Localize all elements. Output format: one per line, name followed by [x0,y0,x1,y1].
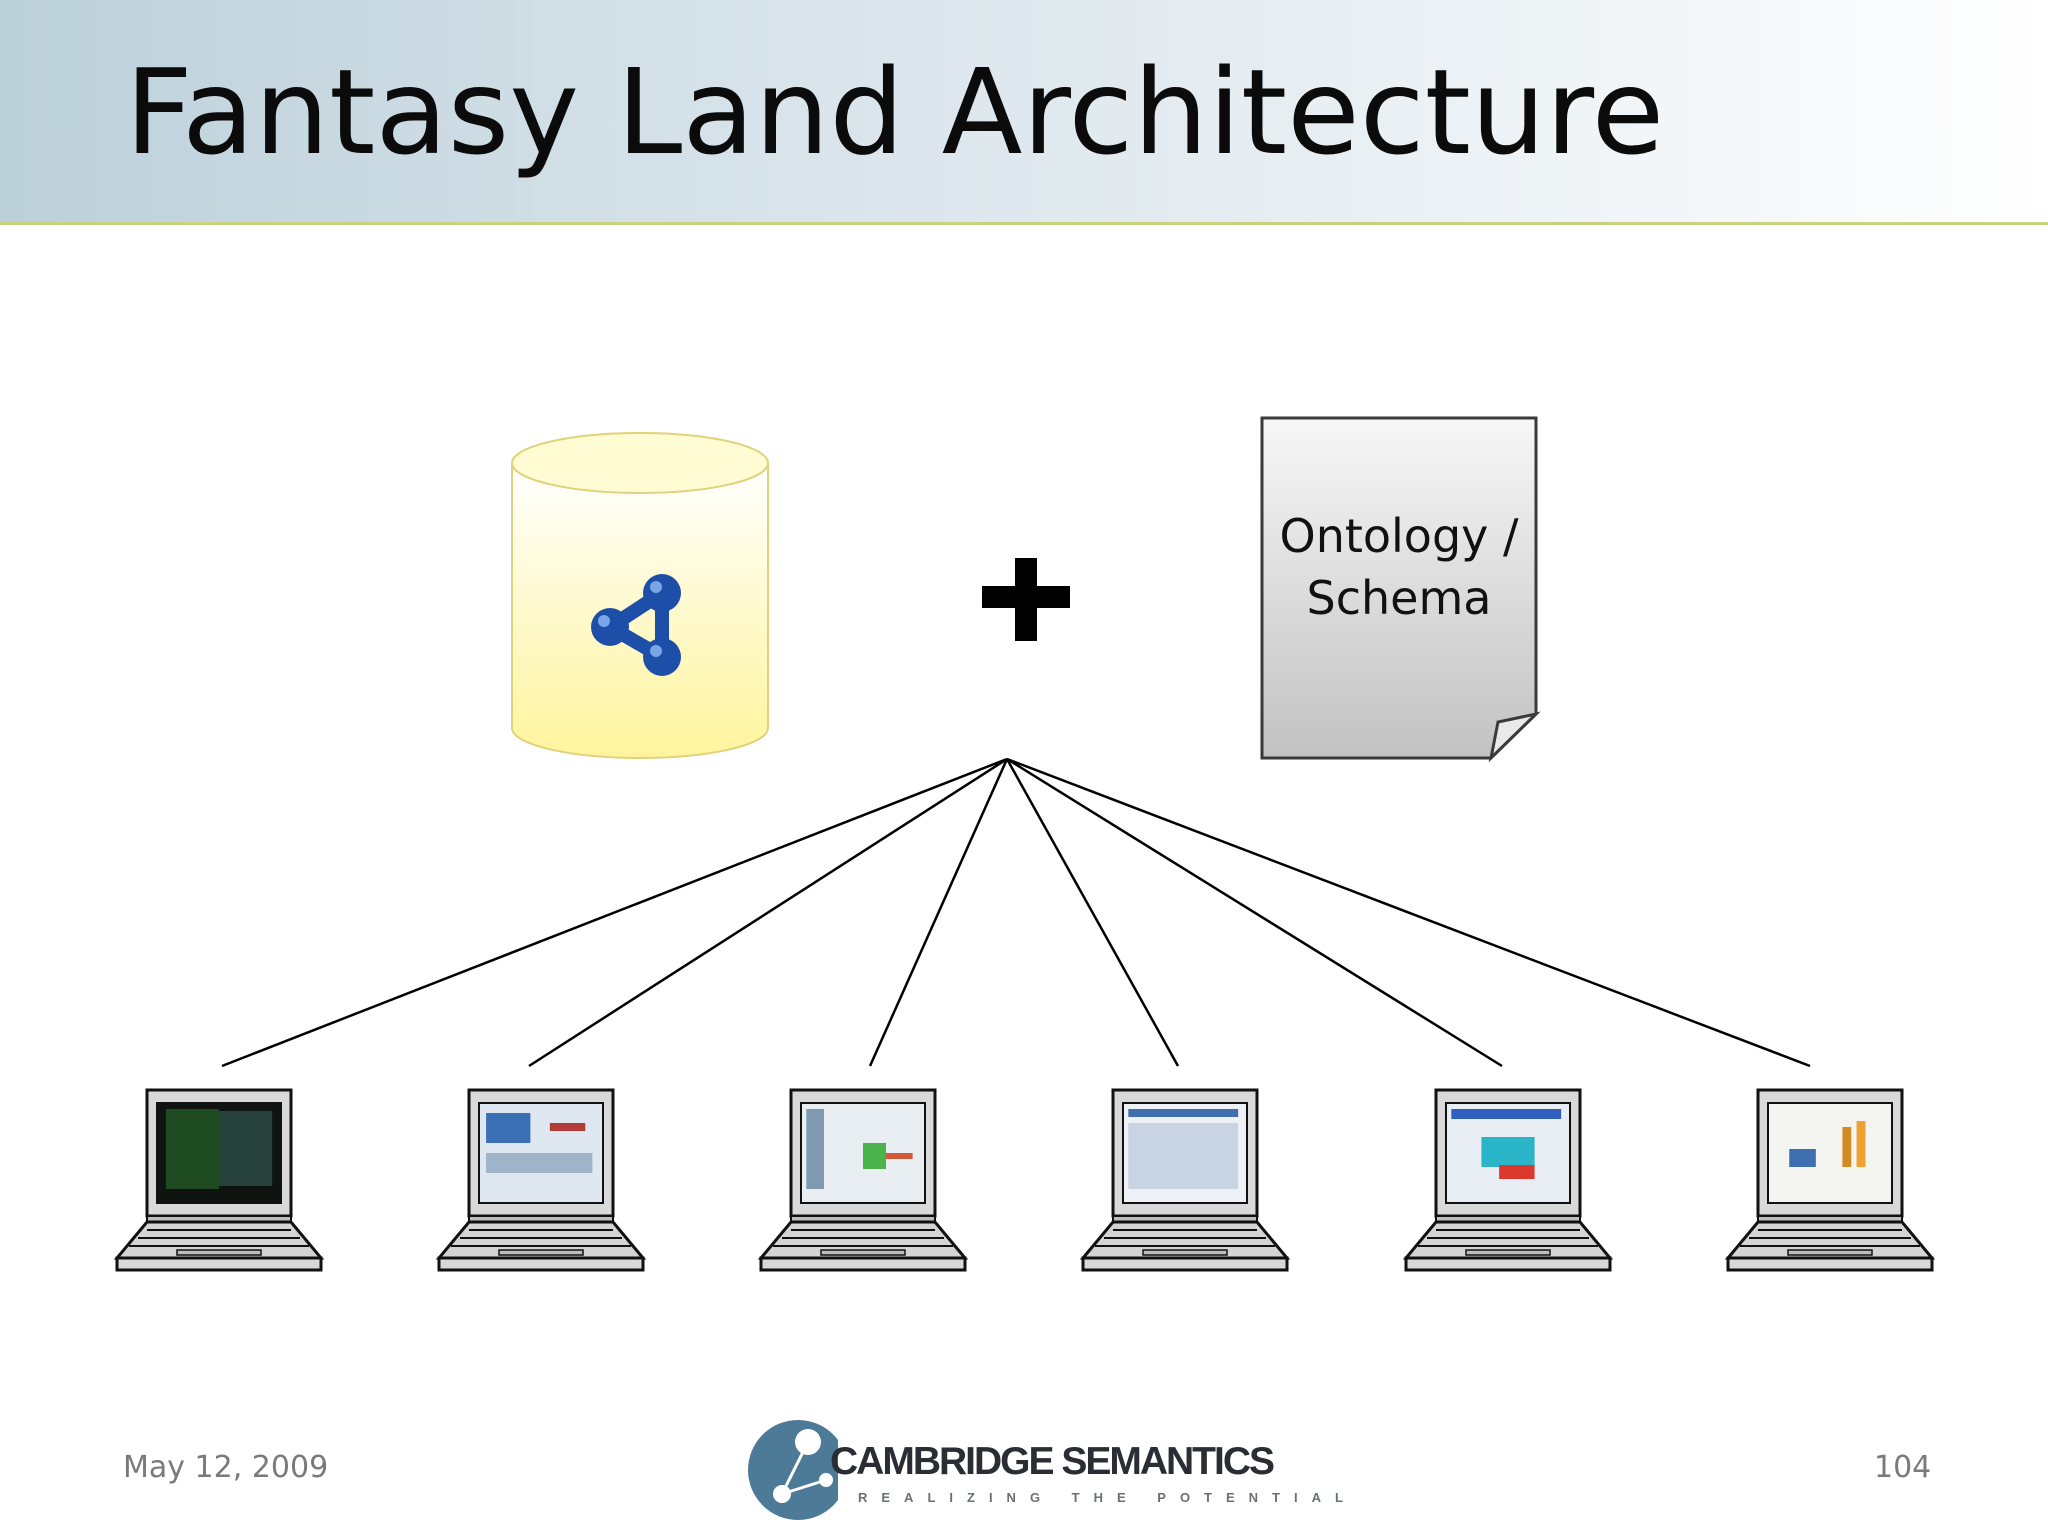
laptop-row [113,1088,1936,1272]
laptop-icon [757,1088,969,1272]
database-cylinder [511,432,769,759]
laptop-icon [1079,1088,1291,1272]
laptop-icon [113,1088,325,1272]
laptop-icon [435,1088,647,1272]
footer-date: May 12, 2009 [123,1450,329,1485]
connector-lines [221,757,1811,1068]
title-band [0,0,2048,225]
logo-tagline: REALIZING THE POTENTIAL [858,1490,1357,1505]
ontology-label-line: Ontology / [1279,509,1519,563]
plus-icon [982,558,1070,641]
laptop-icon [1402,1088,1614,1272]
ontology-schema-label: Ontology / Schema [1264,505,1534,629]
page-number: 104 [1874,1450,1932,1485]
laptop-icon [1724,1088,1936,1272]
semantic-graph-icon [591,574,681,676]
cambridge-semantics-logo-icon [748,1420,838,1520]
schema-label-line: Schema [1306,571,1492,625]
logo-wordmark: CAMBRIDGE SEMANTICS [830,1440,1275,1483]
ontology-document [1260,416,1541,763]
page-title: Fantasy Land Architecture [125,43,1665,181]
